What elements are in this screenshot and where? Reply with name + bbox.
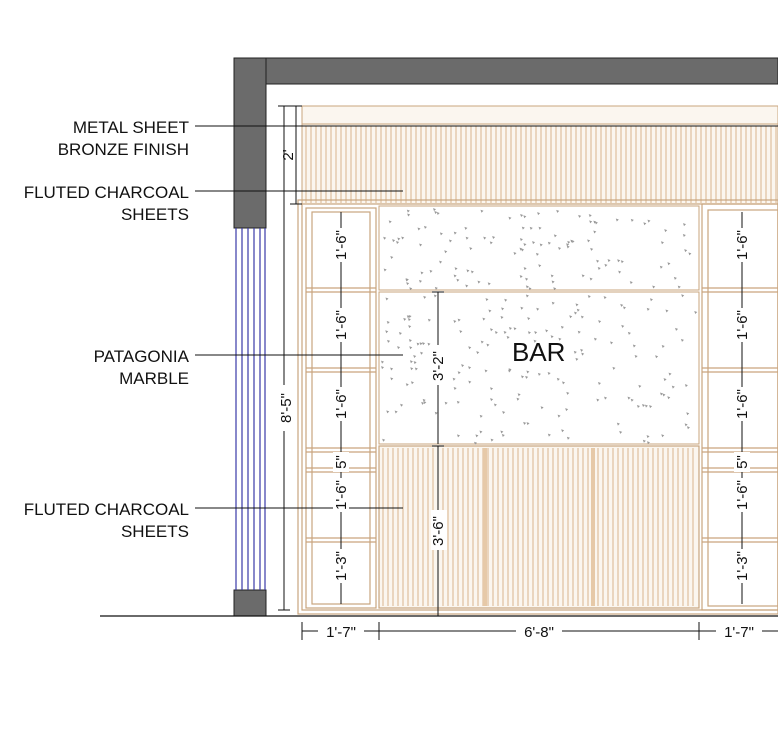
callout-marble-line1: PATAGONIA	[94, 347, 190, 366]
svg-text:1'-3": 1'-3"	[333, 551, 350, 581]
wall-left-upper	[233, 57, 267, 229]
svg-text:5": 5"	[734, 455, 751, 469]
svg-text:3'-2": 3'-2"	[430, 351, 447, 381]
svg-text:1'-6": 1'-6"	[734, 310, 751, 340]
svg-text:1'-6": 1'-6"	[734, 230, 751, 260]
svg-text:5": 5"	[333, 455, 350, 469]
glass-panel	[235, 228, 266, 590]
callout-marble-line2: MARBLE	[119, 369, 189, 388]
svg-text:1'-6": 1'-6"	[333, 389, 350, 419]
bar-counter	[378, 445, 700, 609]
svg-text:1'-6": 1'-6"	[734, 389, 751, 419]
dim-right-width: 1'-7"	[724, 624, 754, 641]
callout-fluted-bottom-line1: FLUTED CHARCOAL	[24, 500, 189, 519]
svg-text:8'-5": 8'-5"	[278, 393, 295, 423]
callout-fluted-top-line1: FLUTED CHARCOAL	[24, 183, 189, 202]
svg-text:2': 2'	[280, 149, 297, 160]
svg-text:1'-6": 1'-6"	[333, 230, 350, 260]
dim-widths: 1'-7" 6'-8" 1'-7"	[301, 622, 778, 641]
svg-text:1'-6": 1'-6"	[333, 310, 350, 340]
left-shelf-dims: 1'-6" 1'-6" 1'-6" 5" 1'-6" 1'-3"	[333, 212, 350, 604]
callout-metal-sheet-line1: METAL SHEET	[73, 118, 189, 137]
callout-fluted-top-line2: SHEETS	[121, 205, 189, 224]
dim-center-width: 6'-8"	[524, 624, 554, 641]
callout-metal-sheet-line2: BRONZE FINISH	[58, 140, 189, 159]
wall-left-lower	[233, 589, 267, 617]
dim-counter-height: 3'-6"	[430, 445, 447, 616]
svg-text:1'-6": 1'-6"	[333, 480, 350, 510]
top-fluted-band	[301, 105, 778, 205]
bar-label: BAR	[512, 337, 565, 367]
unit-frame	[297, 199, 778, 615]
dim-top-band: 2'	[280, 105, 302, 205]
marble-panels	[378, 205, 700, 445]
dim-marble-height: 3'-2"	[430, 291, 447, 444]
svg-text:1'-3": 1'-3"	[734, 551, 751, 581]
wall-top	[233, 57, 778, 85]
dim-overall-height: 8'-5"	[276, 105, 295, 611]
callout-fluted-bottom-line2: SHEETS	[121, 522, 189, 541]
callouts: METAL SHEET BRONZE FINISH FLUTED CHARCOA…	[24, 118, 778, 541]
svg-text:3'-6": 3'-6"	[430, 516, 447, 546]
dim-left-width: 1'-7"	[326, 624, 356, 641]
svg-text:1'-6": 1'-6"	[734, 480, 751, 510]
right-shelf-dims: 1'-6" 1'-6" 1'-6" 5" 1'-6" 1'-3"	[734, 212, 751, 604]
